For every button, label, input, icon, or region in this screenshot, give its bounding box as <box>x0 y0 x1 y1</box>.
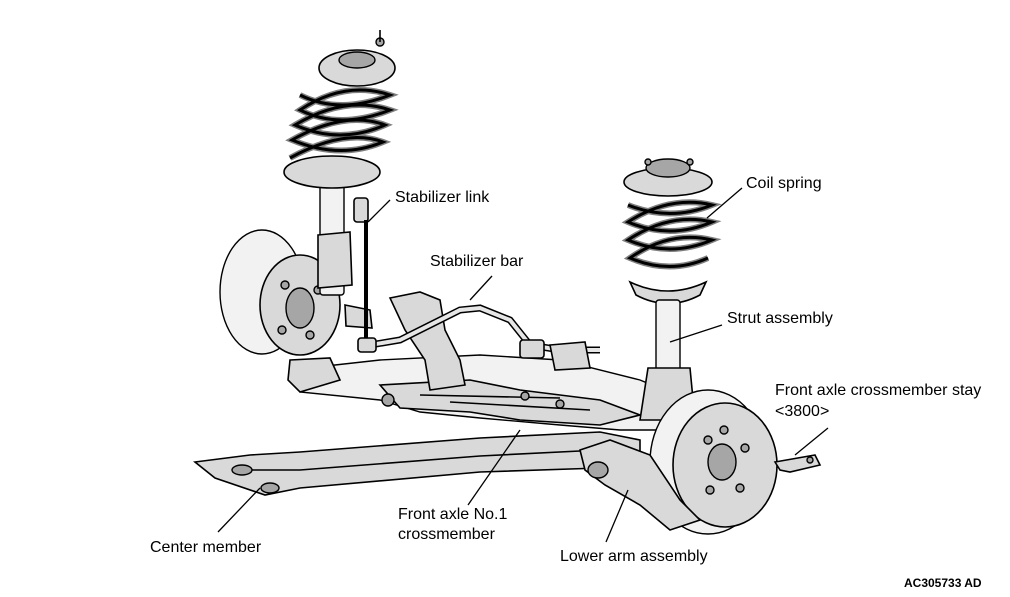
stabilizer-link-part <box>353 197 377 353</box>
label-strut-assembly: Strut assembly <box>727 310 833 327</box>
label-stabilizer-link: Stabilizer link <box>395 189 490 206</box>
label-coil-spring: Coil spring <box>746 175 822 192</box>
figure-code: AC305733 AD <box>904 576 982 590</box>
left-strut-part <box>287 184 373 393</box>
center-member-part <box>193 431 641 496</box>
label-no1-crossmember: Front axle No.1 <box>398 506 508 523</box>
left-coil-spring-part <box>283 30 399 189</box>
lower-arm-part <box>579 439 702 531</box>
label-stabilizer-bar: Stabilizer bar <box>430 253 524 270</box>
leader-lines <box>217 187 829 543</box>
label-no1-crossmember-line2: crossmember <box>398 526 495 543</box>
label-lower-arm: Lower arm assembly <box>560 548 708 565</box>
label-crossmember-stay-variant: <3800> <box>775 403 830 420</box>
crossmember-mount <box>388 291 466 391</box>
stabilizer-bar-part <box>369 304 600 371</box>
no1-crossmember-part <box>288 354 701 431</box>
crossmember-stay-part <box>773 454 822 473</box>
label-crossmember-stay: Front axle crossmember stay <box>775 382 982 399</box>
label-center-member: Center member <box>150 539 262 556</box>
